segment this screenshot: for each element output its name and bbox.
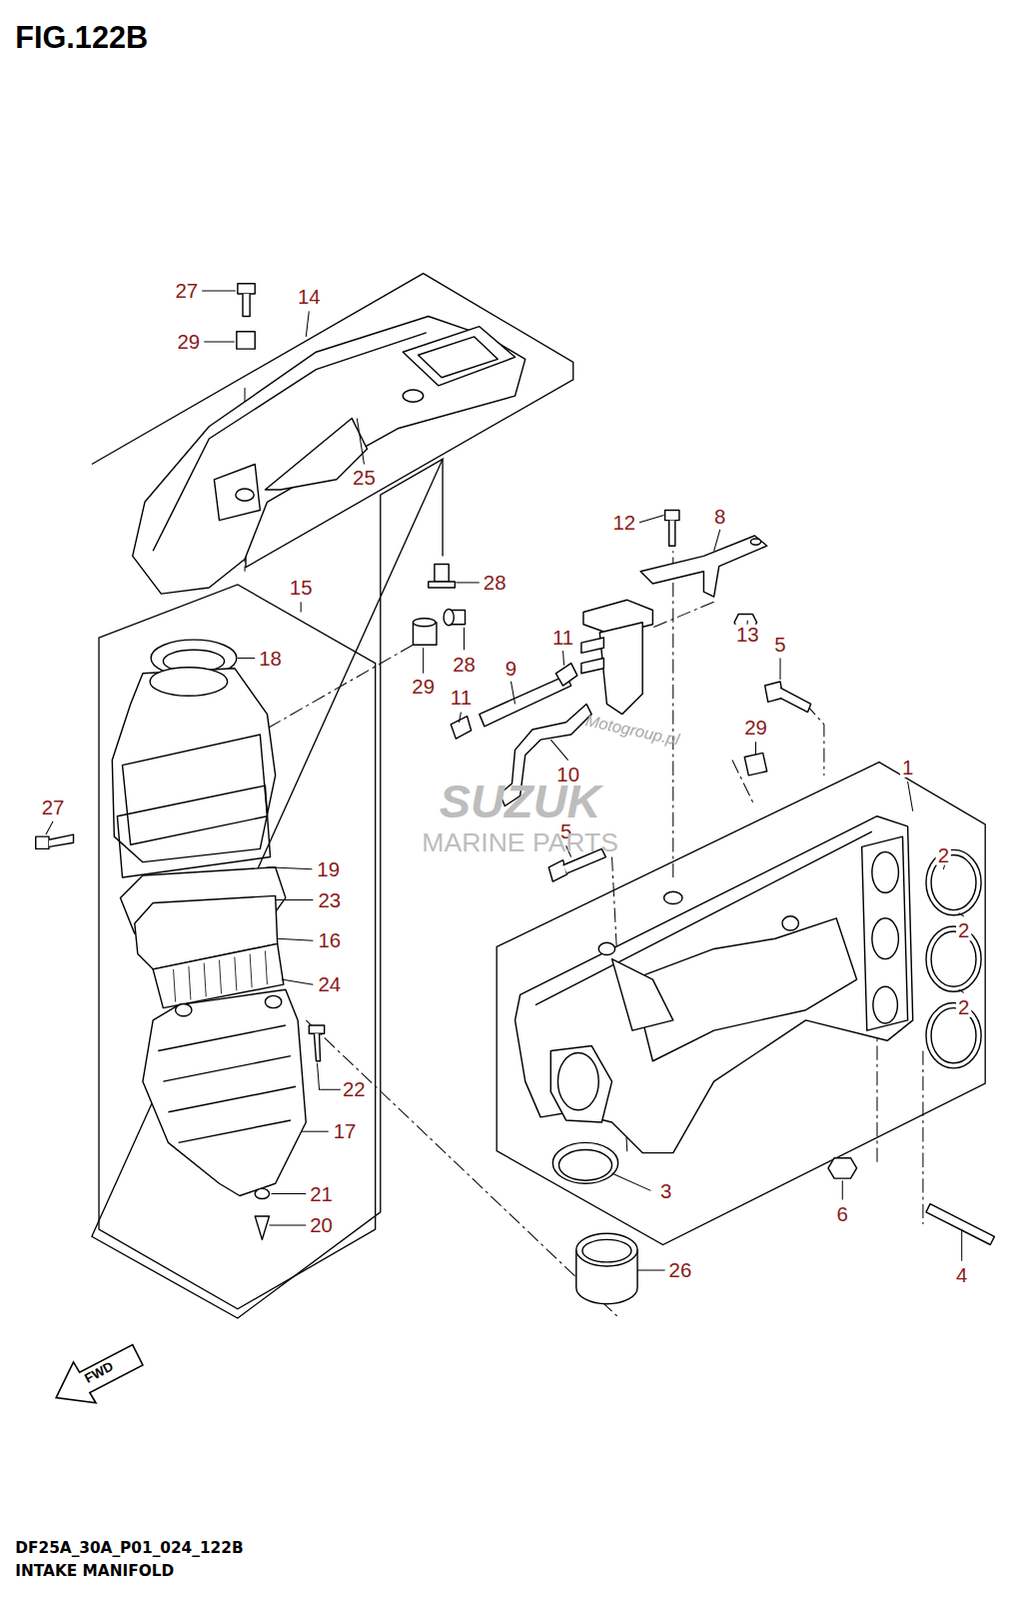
- callout-number: 28: [450, 653, 478, 674]
- callout-number: 3: [658, 1179, 674, 1200]
- callout-number: 26: [667, 1259, 695, 1280]
- callout-number: 2: [936, 844, 952, 865]
- callout-number: 14: [295, 286, 323, 307]
- callout-number: 16: [315, 930, 343, 951]
- callout-number: 8: [712, 505, 728, 526]
- callout-number: 6: [835, 1203, 851, 1224]
- callout-number: 29: [174, 331, 202, 352]
- callout-number: 1: [900, 757, 916, 778]
- callout-number: 25: [350, 467, 378, 488]
- callout-number: 17: [331, 1120, 359, 1141]
- callout-number: 4: [954, 1264, 970, 1285]
- drawing-name: INTAKE MANIFOLD: [14, 1563, 174, 1579]
- callout-number: 29: [742, 717, 770, 738]
- callout-number: 2: [956, 920, 972, 941]
- callout-number: 22: [340, 1078, 368, 1099]
- callout-number: 23: [315, 889, 343, 910]
- callout-number: 24: [315, 974, 343, 995]
- callout-number: 9: [503, 657, 519, 678]
- callout-number: 20: [307, 1214, 335, 1235]
- callout-number: 19: [314, 859, 342, 880]
- drawing-code: DF25A_30A_P01_024_122B: [14, 1540, 243, 1556]
- callout-number: 28: [481, 572, 509, 593]
- callout-number: 11: [448, 687, 474, 708]
- callout-number: 18: [256, 647, 284, 668]
- callout-number: 5: [772, 634, 788, 655]
- watermark: MARINE PARTS: [421, 829, 619, 857]
- callout-number: 11: [550, 627, 576, 648]
- watermark: SUZUK: [439, 777, 602, 825]
- watermark: Motogroup.pl: [584, 712, 682, 749]
- callout-number: 12: [610, 511, 638, 532]
- callout-number: 27: [39, 796, 67, 817]
- callout-number: 15: [287, 577, 315, 598]
- callout-number: 13: [734, 624, 762, 645]
- callout-number: 29: [409, 676, 437, 697]
- callout-number: 2: [956, 996, 972, 1017]
- figure-title: FIG.122B: [14, 21, 148, 53]
- callout-number: 27: [172, 280, 200, 301]
- callout-number: 21: [307, 1182, 335, 1203]
